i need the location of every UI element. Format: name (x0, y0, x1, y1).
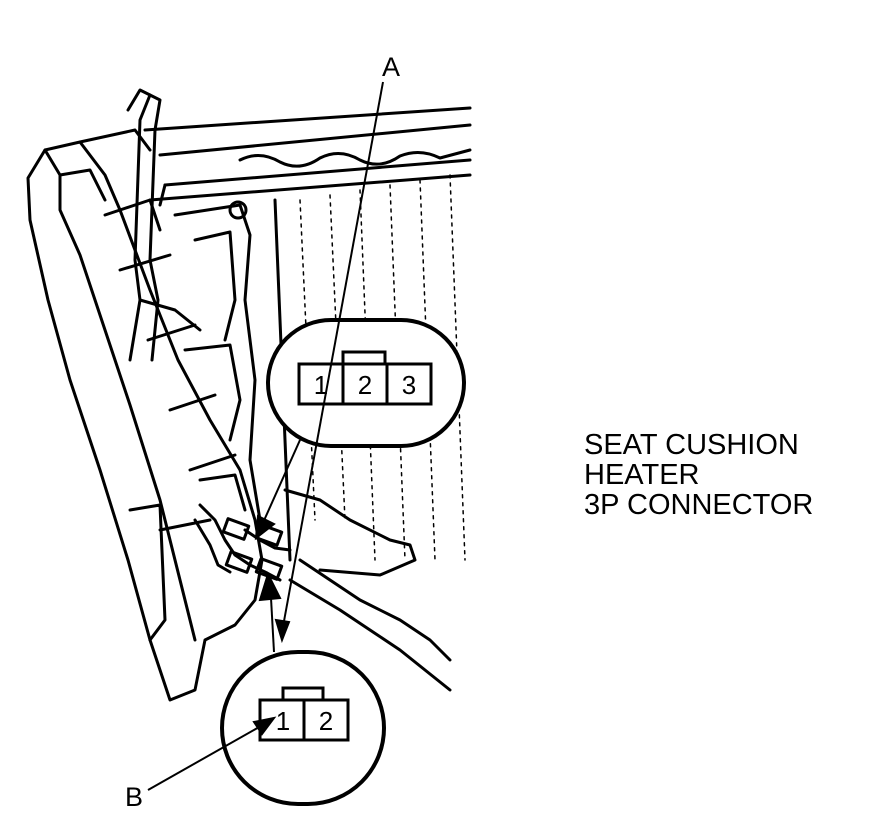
connector-3p-pin-1: 1 (314, 370, 328, 400)
connector-2p-pin-2: 2 (319, 706, 333, 736)
seat-frame-illustration (26, 88, 472, 702)
connector-2p-pin-1: 1 (276, 706, 290, 736)
label-a-leader-line (281, 81, 384, 633)
label-b-leader-line (147, 721, 269, 791)
label-a-arrowhead (274, 618, 291, 644)
connector-3p-body (297, 362, 433, 406)
connector-2p-arrowhead (258, 571, 282, 602)
seat-cushion-heater-callout: SEAT CUSHION HEATER 3P CONNECTOR (584, 430, 813, 520)
connector-3p-pin-2: 2 (358, 370, 372, 400)
label-a: A (382, 52, 400, 82)
leader-lines (147, 81, 384, 791)
callout-line-2: HEATER (584, 459, 700, 491)
connector-2p-inset: 1 2 (220, 650, 386, 806)
callout-line-3: 3P CONNECTOR (584, 489, 814, 521)
connector-3p-arrowhead (254, 514, 276, 541)
label-b-arrowhead (252, 716, 277, 736)
connector-3p-inset: 1 2 3 (266, 318, 466, 448)
callout-line-1: SEAT CUSHION (584, 429, 799, 461)
connector-3p-pointer (261, 439, 301, 526)
connector-3p-pin-3: 3 (402, 370, 416, 400)
label-b: B (125, 782, 143, 812)
